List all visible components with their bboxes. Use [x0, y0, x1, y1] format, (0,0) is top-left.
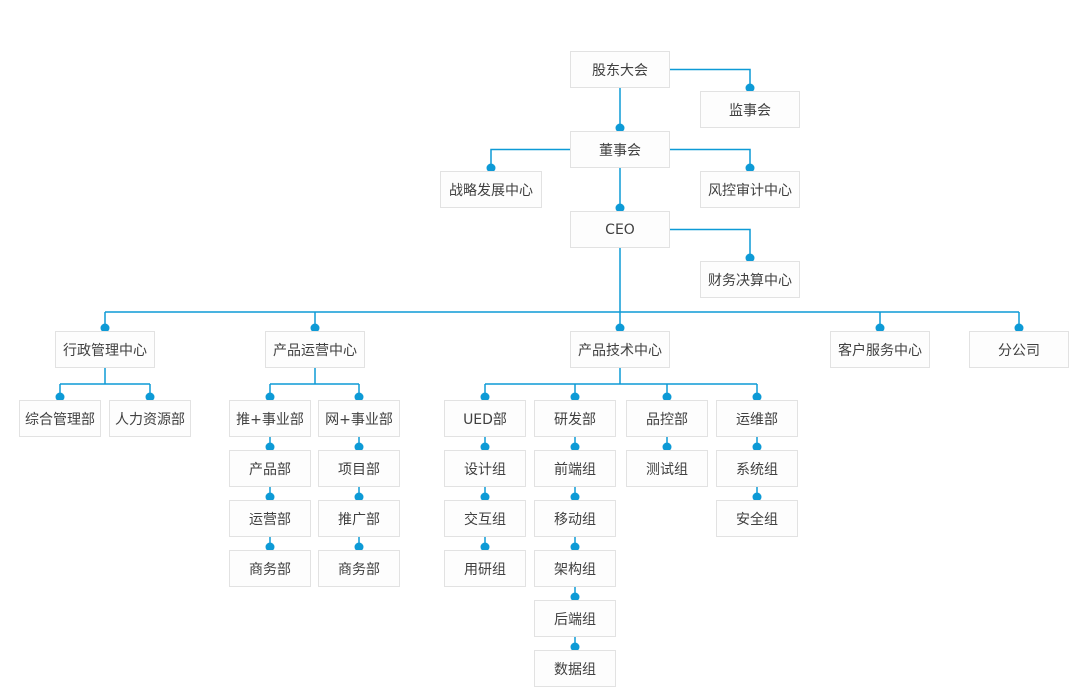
- org-node-yunying[interactable]: 运营部: [229, 500, 311, 537]
- org-node-project[interactable]: 项目部: [318, 450, 400, 487]
- org-node-tech[interactable]: 产品技术中心: [570, 331, 670, 368]
- org-node-data[interactable]: 数据组: [534, 650, 616, 687]
- org-node-promo[interactable]: 推广部: [318, 500, 400, 537]
- org-node-product[interactable]: 产品部: [229, 450, 311, 487]
- org-node-be[interactable]: 后端组: [534, 600, 616, 637]
- org-node-risk[interactable]: 风控审计中心: [700, 171, 800, 208]
- connector-line: [670, 228, 751, 261]
- org-node-fe[interactable]: 前端组: [534, 450, 616, 487]
- connector-line: [490, 148, 570, 171]
- org-node-rd[interactable]: 研发部: [534, 400, 616, 437]
- org-node-qc[interactable]: 品控部: [626, 400, 708, 437]
- org-node-mobile[interactable]: 移动组: [534, 500, 616, 537]
- org-node-operation[interactable]: 产品运营中心: [265, 331, 365, 368]
- org-node-board[interactable]: 董事会: [570, 131, 670, 168]
- org-node-sys[interactable]: 系统组: [716, 450, 798, 487]
- org-node-ops[interactable]: 运维部: [716, 400, 798, 437]
- org-node-branch[interactable]: 分公司: [969, 331, 1069, 368]
- org-node-wang[interactable]: 网+事业部: [318, 400, 400, 437]
- org-node-admin[interactable]: 行政管理中心: [55, 331, 155, 368]
- org-node-biz2[interactable]: 商务部: [318, 550, 400, 587]
- org-node-supervisory[interactable]: 监事会: [700, 91, 800, 128]
- org-node-test[interactable]: 测试组: [626, 450, 708, 487]
- org-node-design[interactable]: 设计组: [444, 450, 526, 487]
- org-node-hr[interactable]: 人力资源部: [109, 400, 191, 437]
- org-node-finance[interactable]: 财务决算中心: [700, 261, 800, 298]
- connector-line: [670, 148, 751, 171]
- org-node-biz1[interactable]: 商务部: [229, 550, 311, 587]
- org-node-shareholders[interactable]: 股东大会: [570, 51, 670, 88]
- org-node-service[interactable]: 客户服务中心: [830, 331, 930, 368]
- org-node-sec[interactable]: 安全组: [716, 500, 798, 537]
- org-node-interact[interactable]: 交互组: [444, 500, 526, 537]
- org-node-general[interactable]: 综合管理部: [19, 400, 101, 437]
- org-node-research[interactable]: 用研组: [444, 550, 526, 587]
- org-node-ceo[interactable]: CEO: [570, 211, 670, 248]
- org-node-ued[interactable]: UED部: [444, 400, 526, 437]
- org-node-arch[interactable]: 架构组: [534, 550, 616, 587]
- connector-line: [670, 68, 751, 91]
- org-node-tui[interactable]: 推+事业部: [229, 400, 311, 437]
- org-node-strategy[interactable]: 战略发展中心: [440, 171, 542, 208]
